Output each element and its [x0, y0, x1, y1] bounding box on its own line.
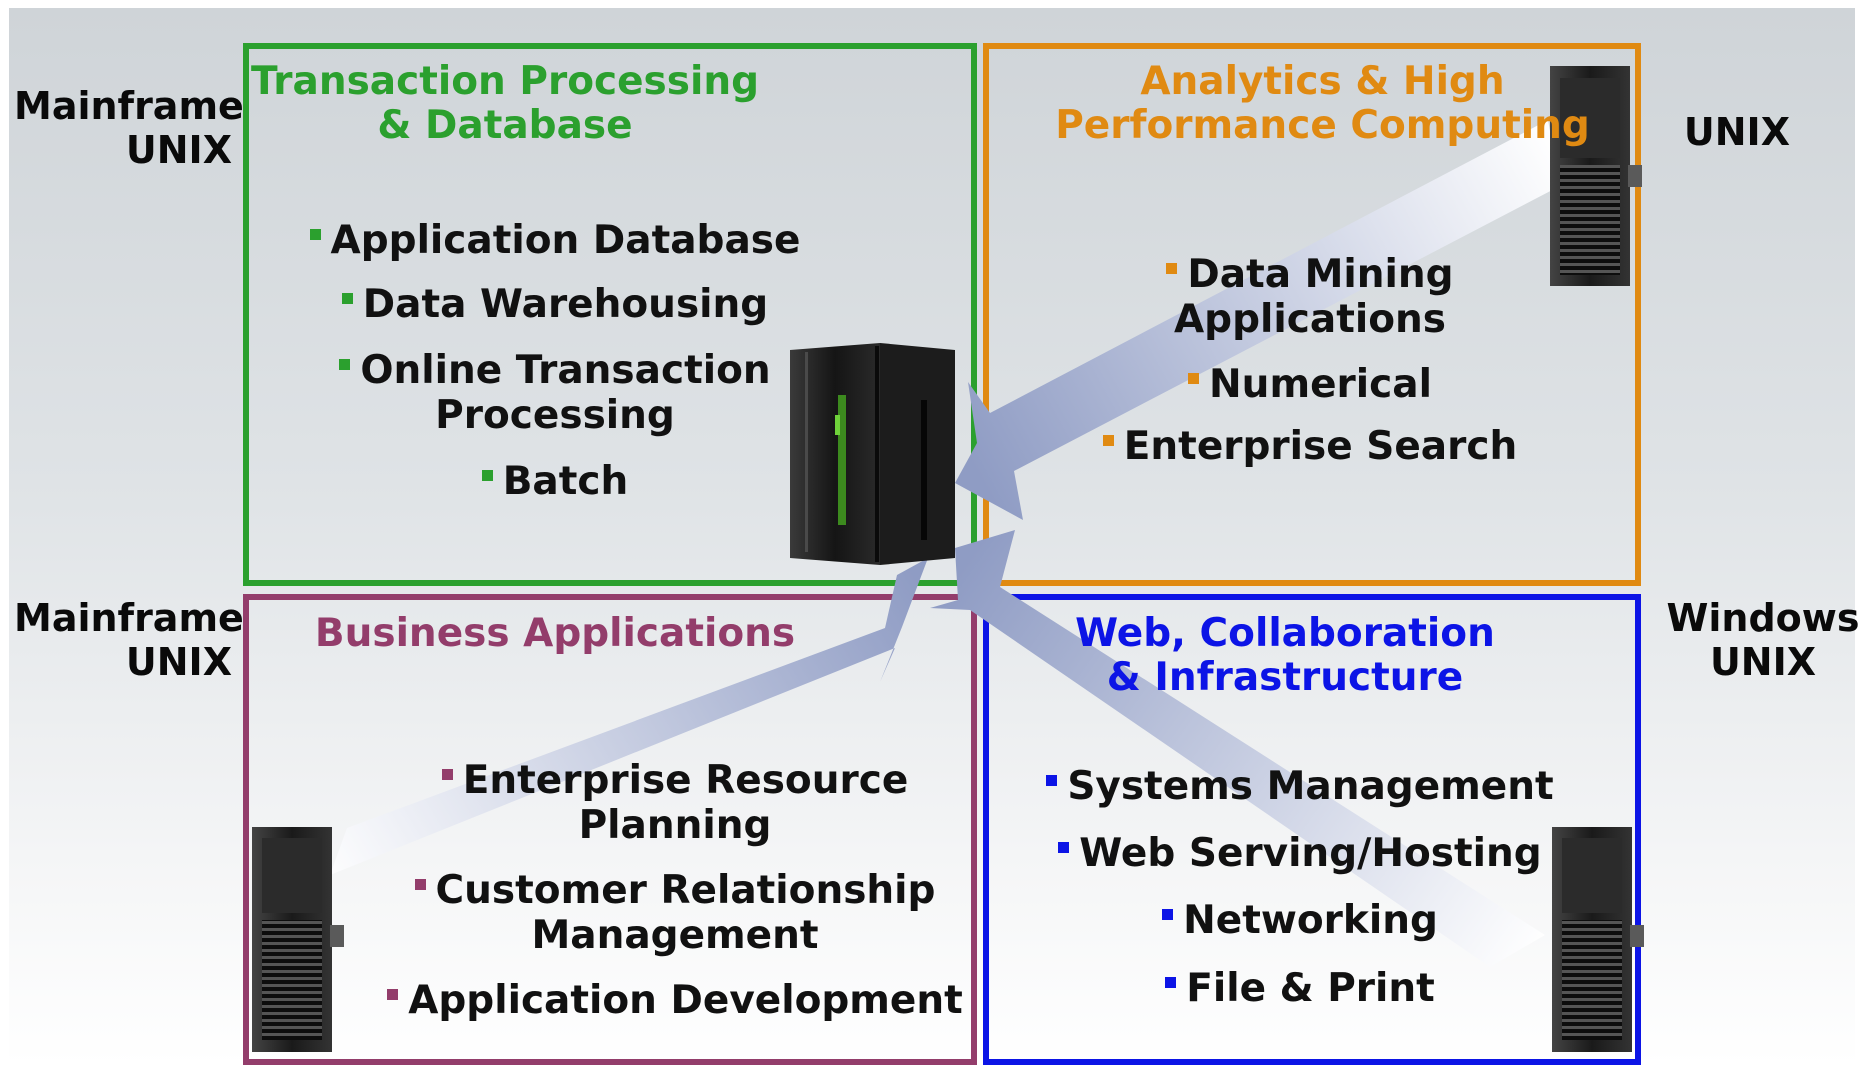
- platform-label-bottom-left: Mainframe UNIX: [14, 596, 244, 684]
- list-item: Numerical: [1060, 362, 1560, 407]
- list-item: Data Mining Applications: [1060, 252, 1560, 342]
- rack-server-icon: [252, 827, 344, 1052]
- bullet-icon: [339, 359, 351, 370]
- bullet-icon: [387, 989, 399, 1000]
- platform-label-bottom-right: Windows UNIX: [1666, 596, 1860, 684]
- platform-label-top-right: UNIX: [1683, 110, 1790, 154]
- bullet-icon: [1162, 909, 1174, 920]
- bullet-icon: [309, 229, 321, 240]
- bullet-icon: [1166, 263, 1178, 274]
- bullet-icon: [481, 470, 493, 481]
- list-item: Web Serving/Hosting: [1040, 831, 1560, 876]
- business-applications-quadrant: [243, 594, 977, 1065]
- platform-label-top-left: Mainframe UNIX: [14, 84, 244, 172]
- transaction-quadrant-title: Transaction Processing & Database: [250, 59, 760, 148]
- bullet-icon: [441, 769, 453, 780]
- transaction-processing-quadrant: [243, 43, 977, 586]
- list-item: Online Transaction Processing: [300, 348, 810, 438]
- bullet-icon: [341, 293, 353, 304]
- web-collaboration-quadrant: [983, 594, 1641, 1065]
- arrow-from-web: [930, 530, 1545, 967]
- arrow-from-analytics: [955, 120, 1560, 520]
- arrow-from-business: [330, 558, 928, 875]
- analytics-quadrant-title: Analytics & High Performance Computing: [1055, 59, 1590, 148]
- list-item: Enterprise Search: [1060, 424, 1560, 469]
- bullet-icon: [1102, 435, 1114, 446]
- list-item: Batch: [300, 459, 810, 504]
- list-item: Networking: [1040, 898, 1560, 943]
- business-quadrant-title: Business Applications: [314, 611, 796, 656]
- list-item: Application Development: [375, 978, 975, 1023]
- rack-server-icon: [1550, 66, 1642, 286]
- bullet-icon: [1046, 775, 1058, 786]
- web-quadrant-title: Web, Collaboration & Infrastructure: [1075, 611, 1495, 700]
- list-item: File & Print: [1040, 966, 1560, 1011]
- list-item: Data Warehousing: [300, 282, 810, 327]
- analytics-quadrant: [983, 43, 1641, 586]
- bullet-icon: [414, 879, 426, 890]
- list-item: Enterprise Resource Planning: [375, 758, 975, 848]
- rack-server-icon: [1552, 827, 1644, 1052]
- bullet-icon: [1188, 373, 1200, 384]
- mainframe-server-icon: [790, 343, 955, 565]
- list-item: Systems Management: [1040, 764, 1560, 809]
- bullet-icon: [1165, 977, 1177, 988]
- bullet-icon: [1058, 842, 1070, 853]
- list-item: Application Database: [300, 218, 810, 263]
- list-item: Customer Relationship Management: [375, 868, 975, 958]
